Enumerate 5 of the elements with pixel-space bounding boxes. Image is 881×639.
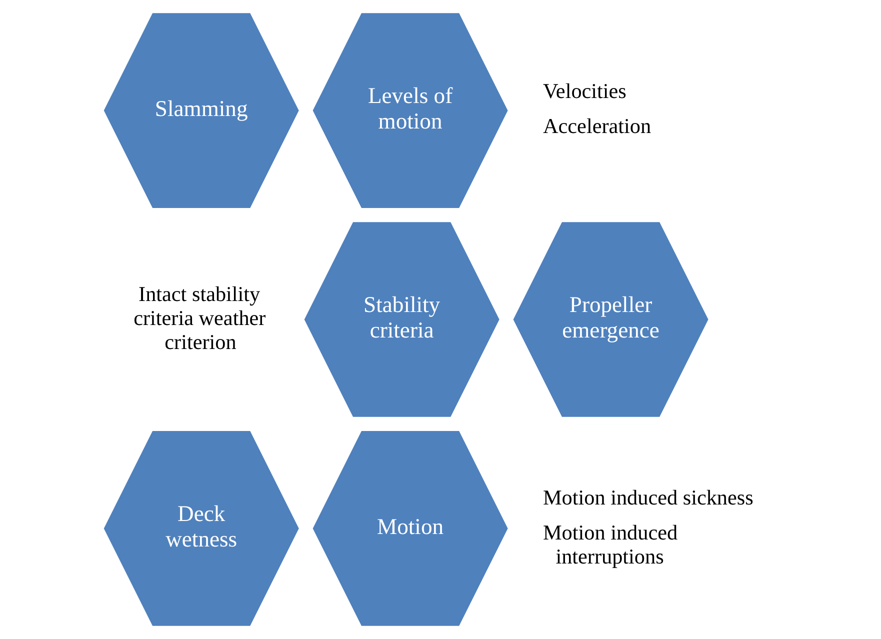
node-label: Intact stability criteria weather criterion	[133, 282, 266, 354]
node-label: Acceleration	[542, 114, 651, 138]
node-label: Motion induced sickness	[542, 485, 753, 510]
node-label: Velocities	[542, 78, 626, 103]
node-label: Motion induced interruptions	[542, 520, 678, 569]
